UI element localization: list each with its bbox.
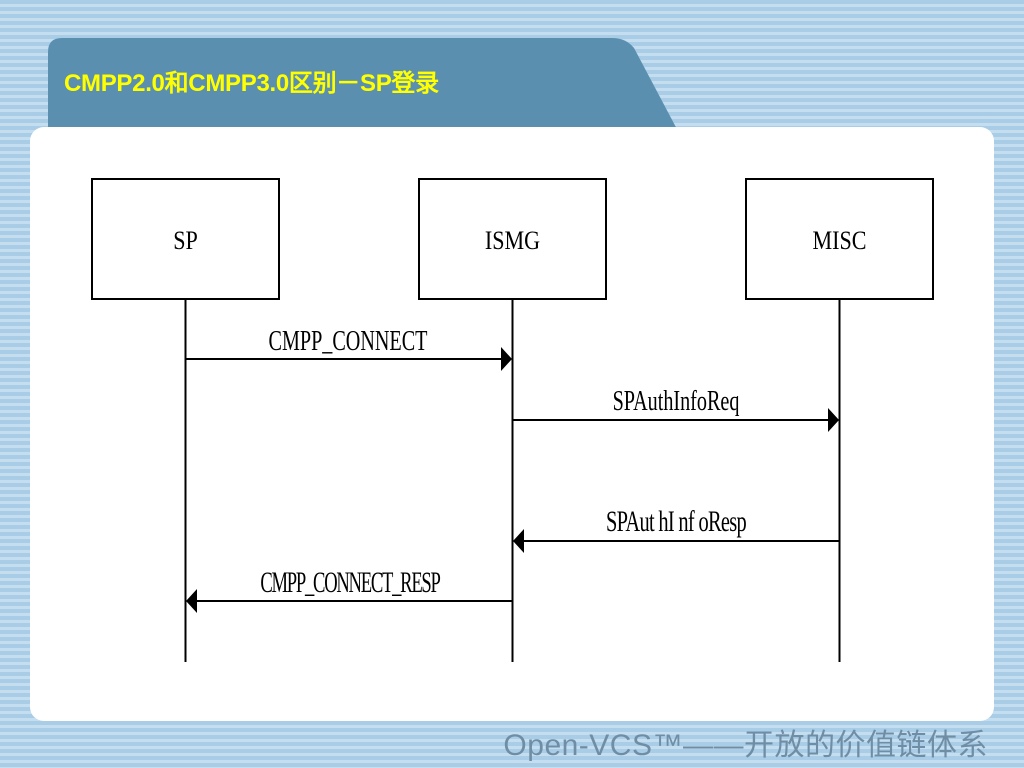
title-tab (48, 38, 688, 150)
arrowhead-right (828, 408, 839, 432)
message-cmpp-connect-resp-label: CMPP_CONNECT_RESP (260, 567, 440, 599)
participant-misc-label: MISC (812, 227, 866, 255)
arrowhead-right (501, 347, 512, 371)
participant-ismg: ISMG (418, 178, 607, 300)
message-spauthinforesp-label: SPAut hI nf oResp (606, 504, 746, 538)
participant-sp: SP (91, 178, 280, 300)
message-spauthinforesp: SPAut hI nf oResp (513, 504, 840, 553)
footer-text: Open-VCS™——开放的价值链体系 (503, 729, 988, 762)
arrowhead-left (186, 589, 197, 613)
message-spauthinforeq: SPAuthInfoReq (512, 386, 839, 432)
slide-title: CMPP2.0和CMPP3.0区别－SP登录 (64, 70, 439, 97)
message-cmpp-connect: CMPP_CONNECT (185, 326, 512, 371)
arrowhead-left (513, 529, 524, 553)
message-cmpp-connect-resp: CMPP_CONNECT_RESP (186, 567, 513, 613)
message-cmpp-connect-label: CMPP_CONNECT (269, 326, 428, 357)
message-spauthinforeq-label: SPAuthInfoReq (613, 386, 740, 417)
participant-ismg-label: ISMG (485, 227, 540, 255)
participant-sp-label: SP (173, 227, 198, 255)
participant-misc: MISC (745, 178, 934, 300)
